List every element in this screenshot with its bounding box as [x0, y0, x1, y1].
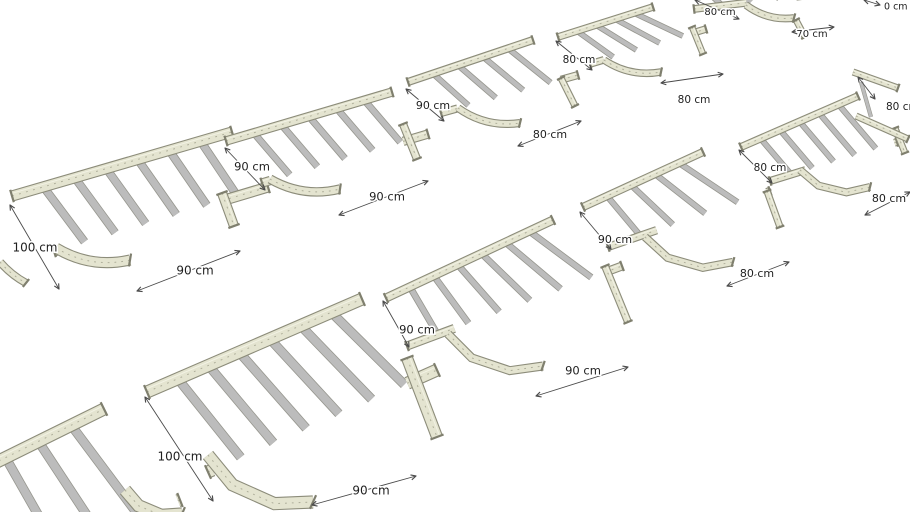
dimension-label: 80 cm: [740, 267, 774, 280]
dimension-label: 90 cm: [399, 323, 435, 337]
dimension[interactable]: 80 cm: [518, 121, 581, 146]
dimension[interactable]: 90 cm: [536, 362, 628, 397]
dimension-label: 0 cm: [884, 2, 908, 13]
dimension-label: 80 cm: [533, 128, 567, 141]
dimension-label: 80 cm: [872, 192, 906, 205]
tray-5[interactable]: 80 cm 70 cm: [661, 0, 836, 42]
dimension-label: 80 cm: [563, 54, 596, 66]
top-right-clipped-dimension[interactable]: 0 cm: [864, 0, 909, 14]
dimension[interactable]: 90 cm: [225, 148, 271, 190]
dimension-label: 80 cm: [704, 7, 735, 18]
dimension-label: 100 cm: [12, 241, 57, 255]
tray-7[interactable]: 90 cm 80 cm: [580, 146, 789, 286]
dimension[interactable]: 100 cm: [145, 397, 213, 501]
dimension-label: 90 cm: [352, 484, 389, 498]
dimension-label: 80 cm: [678, 94, 711, 106]
dimension[interactable]: 80 cm: [695, 0, 739, 19]
tray-4[interactable]: 80 cm 80 cm: [556, 2, 723, 108]
tray-2[interactable]: 90 cm 90 cm: [223, 86, 431, 215]
dimension[interactable]: 80 cm: [661, 74, 723, 108]
dimension[interactable]: 90 cm: [339, 181, 428, 215]
tray-8[interactable]: 90 cm 90 cm: [383, 214, 633, 397]
dimension[interactable]: 80 cm: [727, 262, 789, 286]
tray-1[interactable]: 100 cm 90 cm: [9, 125, 271, 291]
dimension-label: 90 cm: [565, 364, 601, 378]
tray-9[interactable]: 100 cm 90 cm: [143, 291, 444, 511]
dimension-label: 90 cm: [176, 264, 213, 278]
dimension-label: 90 cm: [234, 160, 270, 174]
dimension[interactable]: 90 cm: [383, 301, 436, 347]
dimension[interactable]: 90 cm: [580, 212, 634, 249]
right-edge-tray-fragment[interactable]: 80 cm: [851, 68, 910, 144]
dimension[interactable]: 80 cm: [858, 77, 910, 115]
tray-3[interactable]: 90 cm 80 cm: [406, 34, 581, 146]
dimension[interactable]: 70 cm: [792, 27, 834, 42]
dimension-label: 70 cm: [796, 29, 827, 40]
dimension-label: 100 cm: [157, 450, 202, 464]
dimension-label: 80 cm: [886, 101, 910, 113]
tray-10[interactable]: [0, 401, 186, 512]
dimension-label: 90 cm: [416, 99, 450, 112]
dimension-label: 90 cm: [598, 233, 632, 246]
dimension-label: 80 cm: [754, 162, 787, 174]
dimension[interactable]: 80 cm: [739, 150, 788, 183]
dimension[interactable]: 90 cm: [312, 476, 416, 505]
dimension[interactable]: 80 cm: [865, 191, 910, 215]
dimension[interactable]: 90 cm: [137, 251, 240, 291]
dimension[interactable]: 0 cm: [864, 0, 909, 14]
dimension[interactable]: 100 cm: [10, 205, 59, 289]
dimension-label: 90 cm: [369, 190, 405, 204]
tray-6[interactable]: 80 cm 80 cm: [738, 91, 910, 215]
dimension[interactable]: 80 cm: [556, 41, 597, 70]
left-edge-tray-fragment[interactable]: [0, 259, 30, 288]
dimension[interactable]: 90 cm: [406, 89, 452, 121]
